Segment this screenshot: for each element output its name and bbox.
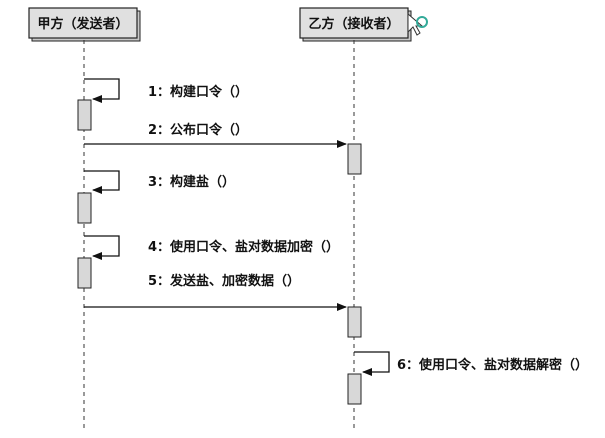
mouse-cursor-icon bbox=[407, 12, 428, 36]
message-6-arrow bbox=[354, 351, 390, 376]
activation-sender-2 bbox=[77, 192, 92, 224]
message-1-label: 1：构建口令（） bbox=[148, 84, 248, 100]
message-1-arrow bbox=[84, 78, 120, 103]
participant-receiver-label: 乙方（接收者） bbox=[308, 16, 399, 32]
message-4-label: 4：使用口令、盐对数据加密（） bbox=[148, 239, 339, 255]
message-2-label: 2：公布口令（） bbox=[148, 122, 248, 138]
activation-receiver-2 bbox=[347, 306, 362, 338]
message-3-arrow bbox=[84, 170, 120, 194]
participant-receiver: 乙方（接收者） bbox=[299, 7, 412, 42]
activation-receiver-3 bbox=[347, 373, 362, 405]
participant-sender-label: 甲方（发送者） bbox=[37, 16, 128, 32]
message-5-label: 5：发送盐、加密数据（） bbox=[148, 273, 300, 289]
message-3-label: 3：构建盐（） bbox=[148, 174, 235, 190]
message-6-label: 6：使用口令、盐对数据解密（） bbox=[397, 357, 588, 373]
activation-sender-3 bbox=[77, 257, 92, 289]
message-4-arrow bbox=[84, 235, 120, 260]
participant-sender: 甲方（发送者） bbox=[28, 7, 141, 42]
activation-sender-1 bbox=[77, 99, 92, 131]
activation-receiver-1 bbox=[347, 143, 362, 175]
